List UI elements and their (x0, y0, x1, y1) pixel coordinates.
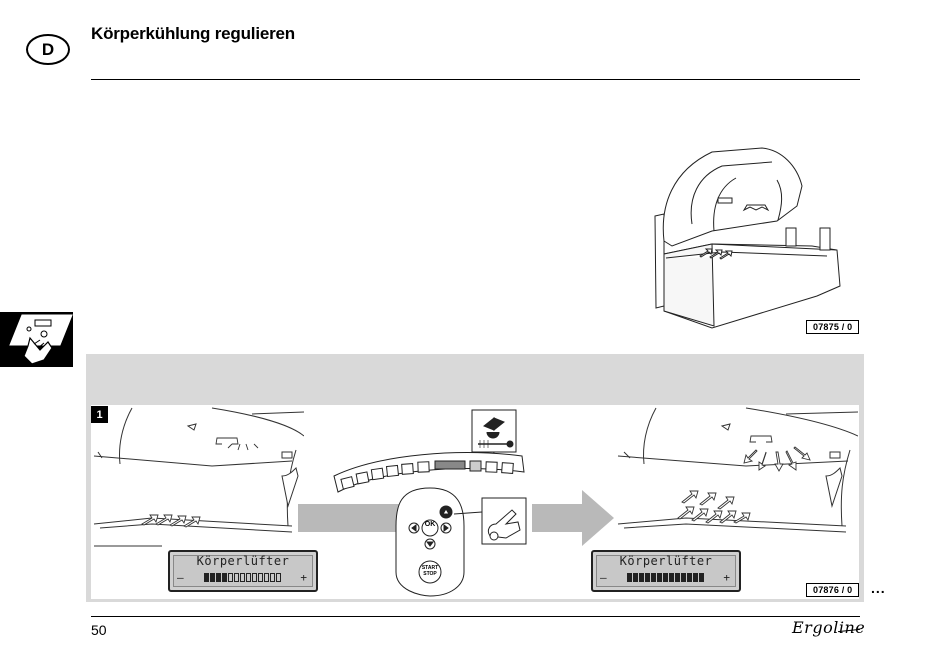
page-title: Körperkühlung regulieren (91, 24, 295, 43)
control-panel-hand-icon (9, 314, 73, 365)
level-segment (210, 573, 215, 582)
level-segment (270, 573, 275, 582)
level-segment (240, 573, 245, 582)
figure-code-top: 07875 / 0 (806, 320, 860, 334)
level-segment (675, 573, 680, 582)
level-segment (669, 573, 674, 582)
level-segment (258, 573, 263, 582)
level-segment (651, 573, 656, 582)
display-after-plus: + (723, 571, 730, 584)
level-segment (216, 573, 221, 582)
level-segment (627, 573, 632, 582)
footer-divider (91, 616, 860, 617)
level-segment (204, 573, 209, 582)
level-segment (264, 573, 269, 582)
display-before: Körperlüfter – + (168, 550, 318, 592)
display-after-label: Körperlüfter (619, 554, 713, 568)
level-segment (633, 573, 638, 582)
level-segment (681, 573, 686, 582)
level-segment (228, 573, 233, 582)
level-segment (252, 573, 257, 582)
ok-button: OK (424, 521, 436, 528)
level-segment (693, 573, 698, 582)
continue-mark: ... (871, 580, 886, 596)
title-divider (91, 79, 860, 80)
display-after-level-bar (627, 573, 704, 582)
scene-before-illustration (93, 407, 304, 547)
display-before-plus: + (300, 571, 307, 584)
brand-logo: Ergoline (792, 618, 866, 637)
level-segment (699, 573, 704, 582)
step-number: 1 (96, 408, 103, 421)
display-after-minus: – (600, 571, 607, 584)
solarium-open-illustration (654, 147, 841, 329)
step-number-badge: 1 (91, 406, 108, 423)
control-keypad-illustration (333, 409, 527, 597)
scene-after-illustration (617, 407, 858, 533)
flow-arrow-left-icon (298, 504, 400, 532)
language-badge-label: D (41, 39, 55, 59)
side-tab (0, 312, 73, 367)
level-segment (639, 573, 644, 582)
flow-arrow-right-icon (532, 490, 614, 546)
display-before-level-bar (204, 573, 281, 582)
level-segment (246, 573, 251, 582)
stop-label: STOP (423, 571, 437, 577)
level-segment (222, 573, 227, 582)
start-stop-button: START STOP (420, 565, 440, 577)
level-segment (234, 573, 239, 582)
display-before-minus: – (177, 571, 184, 584)
level-segment (663, 573, 668, 582)
display-after: Körperlüfter – + (591, 550, 741, 592)
level-segment (645, 573, 650, 582)
level-segment (657, 573, 662, 582)
start-label: START (421, 565, 439, 571)
page-number: 50 (91, 622, 107, 638)
level-segment (687, 573, 692, 582)
figure-code-bottom: 07876 / 0 (806, 583, 860, 597)
level-segment (276, 573, 281, 582)
language-badge: D (26, 34, 70, 65)
display-before-label: Körperlüfter (196, 554, 290, 568)
